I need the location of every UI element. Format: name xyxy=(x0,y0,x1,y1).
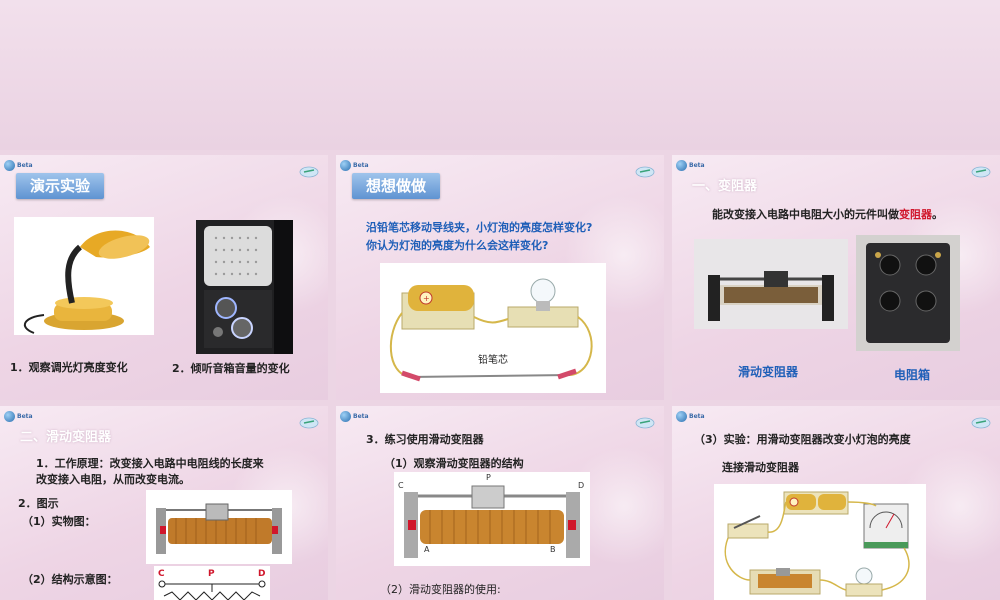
sliding-rheostat-photo xyxy=(694,239,848,329)
slide-demo-experiment[interactable]: Beta 演示实验 xyxy=(0,155,328,400)
rheostat-definition: 能改变接入电路中电阻大小的元件叫做变阻器。 xyxy=(712,208,943,221)
pencil-lead-label: 铅笔芯 xyxy=(478,353,508,366)
structure-label-p: P xyxy=(486,473,491,482)
desk-lamp-image xyxy=(14,217,154,335)
svg-text:+: + xyxy=(423,294,430,303)
slide-rheostat[interactable]: Beta 一、变阻器 能改变接入电路中电阻大小的元件叫做变阻器。 xyxy=(672,155,1000,400)
rheostat-term: 变阻器 xyxy=(899,208,932,221)
resistance-box-photo xyxy=(856,235,960,351)
question-2: 你认为灯泡的亮度为什么会这样变化? xyxy=(366,239,549,252)
globe-icon xyxy=(676,410,687,422)
experiment-circuit-drawing xyxy=(714,484,926,600)
caption-speaker: 2．倾听音箱音量的变化 xyxy=(172,362,290,375)
schematic-label: （2）结构示意图： xyxy=(22,573,118,586)
caption-sliding-rheostat: 滑动变阻器 xyxy=(738,365,799,379)
corner-cloud-icon xyxy=(635,417,655,429)
globe-icon xyxy=(676,159,687,171)
rheostat-structure-drawing: C P D A B xyxy=(394,472,590,566)
practice-heading: 3．练习使用滑动变阻器 xyxy=(366,433,484,446)
schematic-label-d: D xyxy=(258,569,265,579)
experiment-heading: （3）实验：用滑动变阻器改变小灯泡的亮度 xyxy=(694,433,911,446)
pencil-lead-circuit-image: + 铅笔芯 xyxy=(380,263,606,393)
globe-icon xyxy=(4,159,15,171)
structure-label-a: A xyxy=(424,545,430,554)
slide-title: 演示实验 xyxy=(16,173,105,199)
caption-resistance-box: 电阻箱 xyxy=(894,368,931,382)
slide-title: 二、滑动变阻器 xyxy=(20,430,112,445)
slide-practice[interactable]: Beta 3．练习使用滑动变阻器 （1）观察滑动变阻器的结构 C P D A B xyxy=(336,406,664,600)
logo: Beta xyxy=(340,410,384,422)
logo: Beta xyxy=(4,159,48,171)
globe-icon xyxy=(4,410,15,422)
globe-icon xyxy=(340,410,351,422)
slide-think-and-do[interactable]: Beta 想想做做 沿铅笔芯移动导线夹，小灯泡的亮度怎样变化? 你认为灯泡的亮度… xyxy=(336,155,664,400)
logo: Beta xyxy=(340,159,384,171)
principle-line-1: 1．工作原理：改变接入电路中电阻线的长度来 xyxy=(36,457,264,470)
rheostat-schematic: C P D xyxy=(154,566,270,600)
slide-title: 一、变阻器 xyxy=(692,179,758,194)
corner-cloud-icon xyxy=(299,417,319,429)
caption-lamp: 1．观察调光灯亮度变化 xyxy=(10,361,128,374)
top-background xyxy=(0,0,1000,150)
practice-step-1: （1）观察滑动变阻器的结构 xyxy=(384,457,524,470)
slide-experiment[interactable]: Beta （3）实验：用滑动变阻器改变小灯泡的亮度 连接滑动变阻器 xyxy=(672,406,1000,600)
real-picture-label: （1）实物图： xyxy=(22,515,96,528)
structure-label-b: B xyxy=(550,545,556,554)
schematic-label-c: C xyxy=(158,569,165,579)
structure-label-c: C xyxy=(398,481,404,490)
practice-step-2: （2）滑动变阻器的使用: xyxy=(380,583,501,596)
slide-sliding-rheostat[interactable]: Beta 二、滑动变阻器 1．工作原理：改变接入电路中电阻线的长度来 改变接入电… xyxy=(0,406,328,600)
globe-icon xyxy=(340,159,351,171)
schematic-label-p: P xyxy=(208,569,215,579)
corner-cloud-icon xyxy=(299,166,319,178)
question-1: 沿铅笔芯移动导线夹，小灯泡的亮度怎样变化? xyxy=(366,221,593,234)
experiment-sub: 连接滑动变阻器 xyxy=(722,461,799,474)
logo: Beta xyxy=(676,410,720,422)
principle-line-2: 改变接入电阻，从而改变电流。 xyxy=(36,473,190,486)
corner-cloud-icon xyxy=(971,166,991,178)
rheostat-real-drawing xyxy=(146,490,292,564)
corner-cloud-icon xyxy=(635,166,655,178)
diagram-heading: 2．图示 xyxy=(18,497,59,510)
structure-label-d: D xyxy=(578,481,584,490)
slide-title: 想想做做 xyxy=(352,173,441,199)
corner-cloud-icon xyxy=(971,417,991,429)
speaker-image xyxy=(196,220,293,354)
logo: Beta xyxy=(676,159,720,171)
logo: Beta xyxy=(4,410,48,422)
